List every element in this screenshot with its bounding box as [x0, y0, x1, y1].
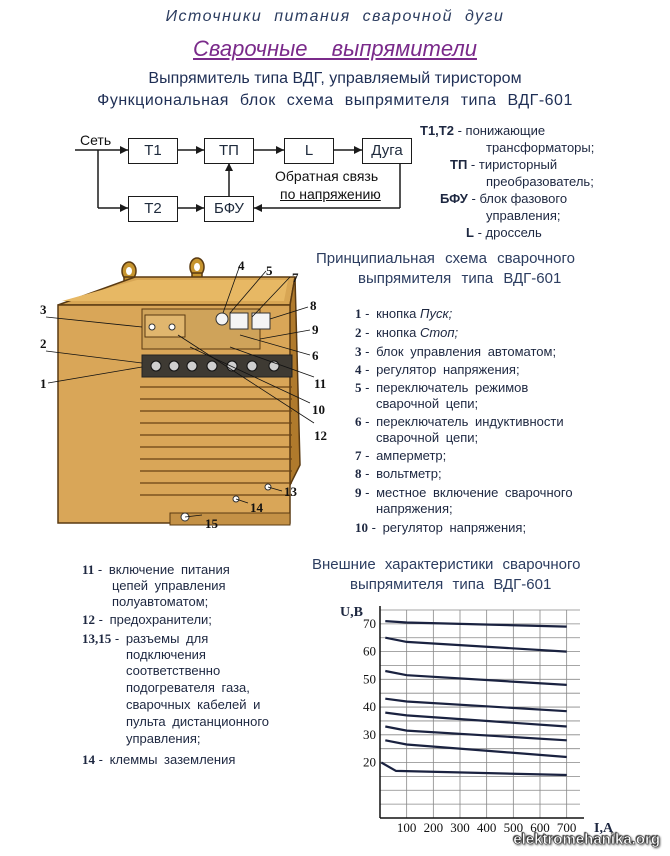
y-tick-label: 70: [363, 616, 376, 631]
list-item: 10 - регулятор напряжения;: [355, 520, 527, 535]
legend-line: ТП - тиристорный: [450, 157, 558, 172]
y-tick-label: 60: [363, 644, 376, 659]
legend-line: трансформаторы;: [486, 140, 595, 155]
block-arc: Дуга: [362, 138, 412, 164]
series-line: [385, 711, 567, 728]
schematic-title-1: Принципиальная схема сварочного: [316, 250, 576, 267]
watermark: elektromehanika.org: [513, 831, 660, 849]
series-line: [385, 697, 567, 713]
x-axis-label: I,A: [594, 821, 614, 836]
list-item: 13,15 - разъемы для: [82, 631, 209, 646]
series-line: [385, 725, 567, 742]
chart-title-2: выпрямителя типа ВДГ-601: [350, 576, 552, 593]
series-line: [385, 620, 567, 628]
section1-title: Выпрямитель типа ВДГ, управляемый тирист…: [148, 70, 522, 87]
legend-line: управления;: [486, 208, 561, 223]
legend-line: БФУ - блок фазового: [440, 191, 568, 206]
callout-10: 10: [312, 402, 325, 417]
callout-2: 2: [40, 336, 47, 351]
list-item: пульта дистанционного: [126, 714, 270, 729]
list-item: сварочной цепи;: [376, 430, 479, 445]
legend-line: L - дроссель: [466, 225, 542, 240]
list-item: 1 - кнопка Пуск;: [355, 306, 453, 321]
series-line: [385, 636, 567, 653]
block-t1: Т1: [128, 138, 178, 164]
x-tick-label: 600: [530, 820, 550, 835]
callout-13: 13: [284, 484, 297, 499]
schematic-title-2: выпрямителя типа ВДГ-601: [358, 270, 562, 287]
input-label: Сеть: [80, 132, 112, 148]
feedback-label-2: по напряжению: [280, 186, 381, 202]
list-item: полуавтоматом;: [112, 594, 209, 609]
x-tick-label: 100: [397, 820, 417, 835]
rectifier-illustration: [45, 257, 315, 526]
list-item: 8 - вольтметр;: [355, 466, 442, 481]
list-item: 5 - переключатель режимов: [355, 380, 529, 395]
list-item: 4 - регулятор напряжения;: [355, 362, 520, 377]
list-item: 12 - предохранители;: [82, 612, 212, 627]
list-item: 7 - амперметр;: [355, 448, 447, 463]
y-tick-label: 30: [363, 727, 376, 742]
external-characteristics-chart: 100 200 300 400 500 600 700 20 30 40 50 60 70U,B I,A: [340, 605, 614, 836]
x-tick-label: 200: [424, 820, 444, 835]
block-tp: ТП: [204, 138, 254, 164]
y-axis-label: U,B: [340, 605, 363, 620]
list-item: 6 - переключатель индуктивности: [355, 414, 564, 429]
callout-12: 12: [314, 428, 327, 443]
list-item: сварочной цепи;: [376, 396, 479, 411]
list-item: подогревателя газа,: [126, 680, 250, 695]
list-item: сварочных кабелей и: [126, 697, 261, 712]
list-item: соответственно: [126, 663, 221, 678]
section1-subtitle: Функциональная блок схема выпрямителя ти…: [97, 92, 573, 109]
legend-line: преобразователь;: [486, 174, 594, 189]
callout-15: 15: [205, 516, 218, 531]
y-tick-label: 40: [363, 699, 376, 714]
callout-11: 11: [314, 376, 327, 391]
list-item: 9 - местное включение сварочного: [355, 485, 573, 500]
list-item: 3 - блок управления автоматом;: [355, 344, 557, 359]
series-line: [385, 739, 567, 759]
legend-line: Т1,Т2 - понижающие: [420, 123, 546, 138]
feedback-label-1: Обратная связь: [275, 168, 379, 184]
y-tick-label: 50: [363, 671, 376, 686]
callout-7: 7: [292, 270, 299, 285]
block-l: L: [284, 138, 334, 164]
callout-1: 1: [40, 376, 47, 391]
block-bfu: БФУ: [204, 196, 254, 222]
callout-3: 3: [40, 302, 47, 317]
x-tick-label: 700: [557, 820, 577, 835]
callout-4: 4: [238, 258, 245, 273]
list-item: 14 - клеммы заземления: [82, 752, 236, 767]
x-tick-label: 500: [504, 820, 524, 835]
block-diagram-wires: [75, 146, 401, 212]
series-line: [380, 761, 567, 777]
top-title: Источники питания сварочной дуги: [165, 8, 505, 25]
x-tick-label: 400: [477, 820, 497, 835]
block-t2: Т2: [128, 196, 178, 222]
y-tick-label: 20: [363, 755, 376, 770]
list-item: подключения: [126, 647, 206, 662]
list-item: 11 - включение питания: [82, 562, 230, 577]
x-tick-label: 300: [450, 820, 470, 835]
list-item: цепей управления: [112, 578, 226, 593]
list-item: управления;: [126, 731, 201, 746]
series-line: [385, 669, 567, 686]
callout-14: 14: [250, 500, 263, 515]
callout-8: 8: [310, 298, 317, 313]
list-item: 2 - кнопка Стоп;: [355, 325, 459, 340]
chart-title-1: Внешние характеристики сварочного: [312, 556, 581, 573]
list-item: напряжения;: [376, 501, 453, 516]
callout-6: 6: [312, 348, 319, 363]
callout-9: 9: [312, 322, 319, 337]
subtitle: Сварочные выпрямители: [193, 36, 477, 61]
callout-5: 5: [266, 263, 273, 278]
